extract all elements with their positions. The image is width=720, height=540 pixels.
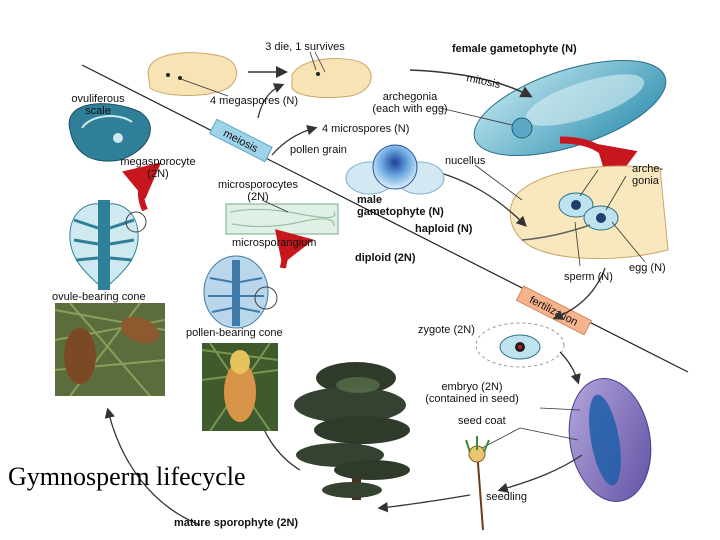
- label-pollen-bearing-cone: pollen-bearing cone: [186, 327, 283, 339]
- label-egg: egg (N): [629, 262, 666, 274]
- surviving-megaspore-cell: [291, 57, 372, 99]
- arrow-meiosis-microspores: [271, 124, 318, 156]
- label-seed-coat: seed coat: [458, 415, 506, 427]
- label-male-gametophyte-1: male: [357, 194, 382, 206]
- leader-line: [481, 427, 521, 449]
- label-megasporocyte-2: (2N): [147, 168, 168, 180]
- arrow-meiosis-megaspores: [257, 83, 285, 119]
- label-microsporangium: microsporangium: [232, 237, 316, 249]
- leader-line: [611, 221, 646, 263]
- red-arrow-microsporangium: [274, 229, 314, 269]
- label-4-megaspores: 4 megaspores (N): [210, 95, 298, 107]
- label-male-gametophyte-2: gametophyte (N): [357, 206, 444, 218]
- label-ovuliferous-2: scale: [85, 105, 111, 117]
- label-archegonia2-1: arche-: [632, 163, 664, 175]
- label-haploid: haploid (N): [415, 223, 473, 235]
- label-sperm: sperm (N): [564, 271, 613, 283]
- arrow-embryo-seedling: [497, 454, 583, 493]
- label-seedling: seedling: [486, 491, 527, 503]
- label-pollen-grain: pollen grain: [290, 144, 347, 156]
- leader-line: [261, 199, 289, 213]
- female-gametophyte: [473, 59, 667, 157]
- label-3-die: 3 die, 1 survives: [265, 41, 345, 53]
- label-archegonia2-2: gonia: [632, 175, 660, 187]
- leader-line: [579, 169, 599, 197]
- ovuliferous-scale: [68, 103, 151, 162]
- leader-line: [605, 175, 627, 211]
- leader-line: [177, 77, 229, 97]
- leader-line: [439, 107, 513, 126]
- label-embryo-2: (contained in seed): [425, 393, 519, 405]
- diagram-caption: Gymnosperm lifecycle: [8, 462, 246, 491]
- zygote: [475, 322, 565, 368]
- label-ovule-bearing-cone: ovule-bearing cone: [52, 291, 146, 303]
- ovule-section: [509, 165, 669, 259]
- leader-line: [519, 427, 579, 441]
- label-archegonia-2: (each with egg): [372, 103, 447, 115]
- leader-line: [574, 221, 581, 267]
- arrow-zygote-embryo: [559, 351, 581, 385]
- microsporangium-section: [225, 203, 339, 235]
- label-nucellus: nucellus: [445, 155, 486, 167]
- seedling: [465, 436, 490, 531]
- megaspore-dot: [166, 73, 170, 77]
- red-arrow-scale: [122, 162, 162, 212]
- label-archegonia-1: archegonia: [383, 91, 438, 103]
- label-diploid: diploid (2N): [355, 252, 416, 264]
- ovule-cone-photo: [54, 302, 166, 397]
- leader-line: [474, 164, 523, 201]
- label-megasporocyte-1: megasporocyte: [120, 156, 195, 168]
- pollen-grain: [345, 144, 445, 195]
- label-microsporocytes-2: (2N): [247, 191, 268, 203]
- arrow-seedling-tree: [377, 494, 471, 513]
- label-4-microspores: 4 microspores (N): [322, 123, 409, 135]
- arrow-mitosis: [409, 69, 533, 98]
- label-female-gametophyte: female gametophyte (N): [452, 43, 577, 55]
- pollen-cone-section: [203, 255, 278, 329]
- arrow-fertilization: [552, 267, 606, 320]
- meiosis-box: meiosis: [208, 118, 273, 163]
- arrow-tree-ovule-cone: [104, 407, 201, 526]
- label-zygote: zygote (2N): [418, 324, 475, 336]
- label-embryo-1: embryo (2N): [441, 381, 502, 393]
- pollen-cone-photo: [201, 342, 279, 432]
- megaspore-dot: [316, 72, 320, 76]
- megaspores-cell: [147, 52, 238, 96]
- label-mitosis: mitosis: [465, 72, 501, 91]
- leader-line: [314, 51, 326, 73]
- leader-line: [539, 407, 581, 411]
- ovule-cone-section: [69, 200, 147, 291]
- leader-line: [309, 51, 317, 71]
- embryo-seed: [568, 378, 652, 502]
- mature-sporophyte-tree: [294, 362, 410, 500]
- fertilization-box: fertilization: [515, 285, 593, 336]
- label-ovuliferous-1: ovuliferous: [71, 93, 125, 105]
- label-microsporocytes-1: microsporocytes: [218, 179, 299, 191]
- label-mature-sporophyte: mature sporophyte (2N): [174, 517, 298, 529]
